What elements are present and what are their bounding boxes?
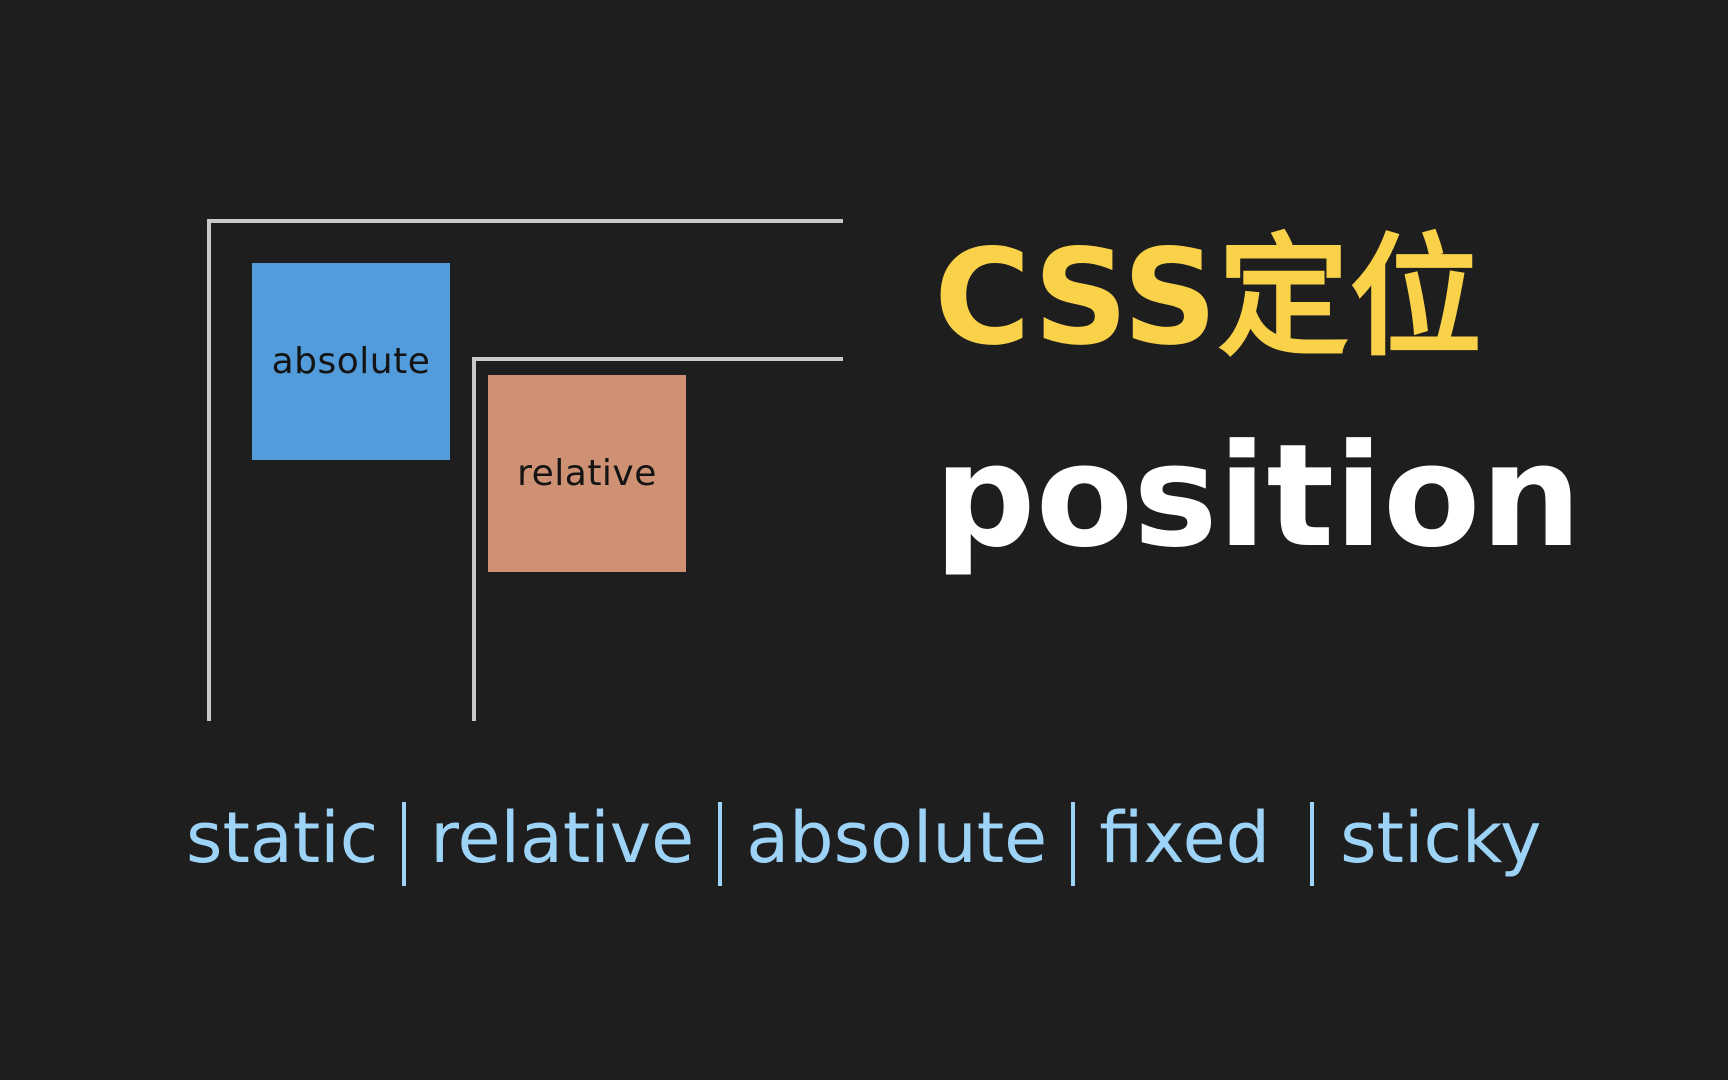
outer-container-frame: [207, 219, 843, 721]
value-fixed: fixed: [1099, 797, 1271, 879]
inner-container-frame: [472, 357, 843, 721]
separator: [718, 802, 723, 886]
value-sticky: sticky: [1340, 797, 1542, 879]
value-static: static: [186, 797, 379, 879]
position-values-list: static relative absolute fixed sticky: [186, 790, 1586, 886]
separator: [1310, 802, 1315, 886]
title-english: position: [934, 414, 1582, 579]
absolute-box: absolute: [252, 263, 450, 460]
separator: [1071, 802, 1076, 886]
absolute-box-label: absolute: [271, 341, 431, 382]
title-chinese: CSS定位: [934, 221, 1482, 375]
separator: [402, 802, 407, 886]
value-absolute: absolute: [746, 797, 1048, 879]
relative-box: relative: [488, 375, 686, 572]
relative-box-label: relative: [517, 453, 657, 494]
value-relative: relative: [430, 797, 695, 879]
